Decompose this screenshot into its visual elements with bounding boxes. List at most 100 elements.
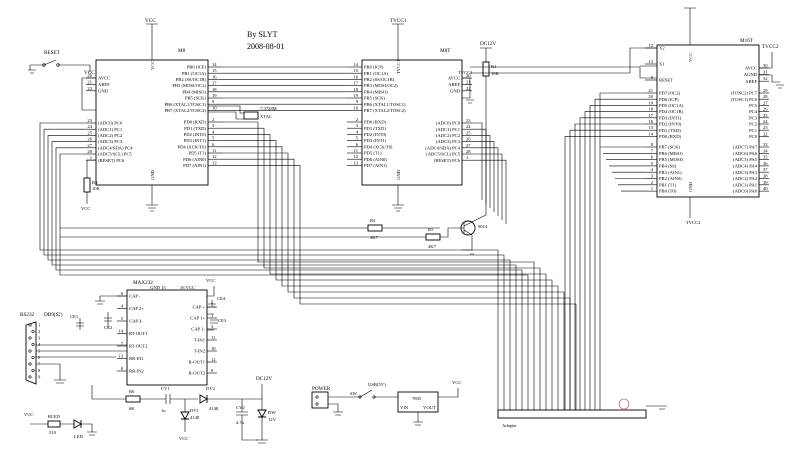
bus-wire <box>589 105 645 410</box>
db9-pin <box>31 329 35 333</box>
bus-wire <box>472 159 507 224</box>
m8-pin-number: 2 <box>212 117 215 122</box>
dv2-label: DV2 <box>206 386 216 391</box>
bus-wire <box>223 146 559 410</box>
chip-m8t <box>361 59 463 186</box>
m8t-pin-label: (ADC2) PC2 <box>436 133 461 138</box>
m16t-pin-number: 35 <box>763 155 768 160</box>
vout-label: VOUT <box>423 405 436 410</box>
m8t-pin-label: PD5 (T1) <box>364 151 382 156</box>
m8t-pin-number: 10 <box>353 105 358 110</box>
m16t-pin-label: PD3 (INT1) <box>659 115 682 120</box>
m8-pin-label: GND <box>98 88 109 93</box>
rs232-label: RS232 <box>20 312 35 318</box>
db9-pin-number: 8 <box>38 368 41 373</box>
m16t-pin-number: 28 <box>763 94 768 99</box>
bus-wire <box>59 153 529 410</box>
dc12v-bottom: DC12V <box>256 376 272 382</box>
m16t-pin-label: PC2 <box>749 122 758 127</box>
m8t-pin-number: 18 <box>353 87 358 92</box>
led-vcc: VCC <box>24 412 33 417</box>
m8t-pin-label: PB6 (XTAL1/TOSC1) <box>364 102 406 107</box>
bus-wire <box>472 128 487 204</box>
tvcc2-top: TVCC2 <box>762 44 779 50</box>
chip-m8 <box>95 59 209 186</box>
m8t-pin-number: 3 <box>356 123 359 128</box>
bus-wire <box>223 158 571 410</box>
m8t-pin-label: PD3 (INT1) <box>364 138 387 143</box>
m16t-pin-label: PD6 (ICP) <box>659 97 679 102</box>
m8t-pin-label: PD0 (RXD) <box>364 120 387 125</box>
m16t-pin-label: AVCC <box>745 66 757 71</box>
m16t-pin-label: RESET <box>659 78 673 83</box>
m8-pin-label: PB3 (MOSI/OC2) <box>172 83 206 88</box>
m16t-pin-label: PC5 <box>749 103 758 108</box>
bus-wire <box>43 128 505 410</box>
m8-pin-number: 28 <box>87 149 92 154</box>
max232-pin-number: 14 <box>118 329 123 334</box>
m16t-pin-number: 20 <box>648 94 653 99</box>
bus-wire <box>51 141 517 410</box>
m8t-gnd-pin: GND <box>396 169 401 180</box>
m8-pin-number: 16 <box>212 74 217 79</box>
m8t-pin-number: 16 <box>353 74 358 79</box>
m16t-vcc-pin: VCC <box>688 53 693 62</box>
bus-wire <box>55 147 523 410</box>
m8-pin-number: 24 <box>87 124 92 129</box>
dw-value: 12V <box>268 417 277 422</box>
m8-name: M8 <box>178 48 186 54</box>
bus-wire <box>599 92 645 410</box>
tvcc2-bottom: TVCC2 <box>686 220 701 225</box>
m8t-pin-label: PD7 (AIN1) <box>364 163 387 168</box>
db9-pin-number: 3 <box>38 336 41 341</box>
m8-pin-number: 20 <box>87 73 92 78</box>
m8-pin-number: 17 <box>212 81 217 86</box>
m16t-pin-number: 2 <box>651 180 654 185</box>
bus-wire <box>579 117 645 410</box>
bus-wire <box>564 136 645 410</box>
db9-pin <box>28 323 32 327</box>
max232-pin-label: CAP 1+ <box>190 316 205 321</box>
m8-pin-label: PD0 (RXD) <box>184 120 207 125</box>
m16t-pin-number: 9 <box>651 75 654 80</box>
chip-max232 <box>126 289 208 386</box>
m8-pin-number: 21 <box>87 79 92 84</box>
bus-wire <box>47 135 511 410</box>
m8t-pin-number: 12 <box>353 154 358 159</box>
r4-label: R4 <box>370 218 376 223</box>
m8t-name: M8T <box>440 48 451 54</box>
ce4-label: CE4 <box>217 296 226 301</box>
power-label: POWER <box>312 386 331 392</box>
m8t-pin-label: AREF <box>448 82 460 87</box>
max232-pin-number: 6 <box>121 291 124 296</box>
m16t-pin-label: (ADC1) PA1 <box>733 182 758 187</box>
m8-pin-label: (ADC5/SCL) PC5 <box>98 152 133 157</box>
vin-label: VIN <box>400 405 409 410</box>
bus-wire <box>470 47 640 74</box>
db9-pin <box>31 368 35 372</box>
m16t-pin-number: 23 <box>763 125 768 130</box>
m8-pin-number: 25 <box>87 130 92 135</box>
max232-pin-label: R-OUT1 <box>189 360 206 365</box>
dv1-vcc: VCC <box>179 436 188 441</box>
m8-pin-label: PD3 (INT1) <box>184 138 207 143</box>
m16t-pin-number: 36 <box>763 161 768 166</box>
m8t-vcc-pin: TVCC1 <box>396 59 401 74</box>
m8t-pin-number: 6 <box>356 142 359 147</box>
m8-pin-label: PD5 (T1) <box>189 151 207 156</box>
rled-label: RLED <box>48 414 61 419</box>
m8-pin-number: 10 <box>212 105 217 110</box>
m16t-pin-label: X2 <box>659 46 665 51</box>
r6-label: R6 <box>129 389 135 394</box>
m16t-pin-label: (TOSC1) PC6 <box>731 97 758 102</box>
db9-pin-number: 2 <box>38 329 41 334</box>
m16t-pin-number: 32 <box>763 76 768 81</box>
m8-pin-label: PB5 (SCK) <box>185 96 207 101</box>
m16t-pin-number: 14 <box>648 131 653 136</box>
m8t-pin-label: (ADC1) PC1 <box>436 127 461 132</box>
usb-label: USB(5V) <box>368 382 386 387</box>
m8t-pin-label: (ADC5/SCL) PC5 <box>426 152 461 157</box>
m16t-pin-label: (ADC2) PA2 <box>733 176 758 181</box>
m8-pin-number: 5 <box>212 136 215 141</box>
